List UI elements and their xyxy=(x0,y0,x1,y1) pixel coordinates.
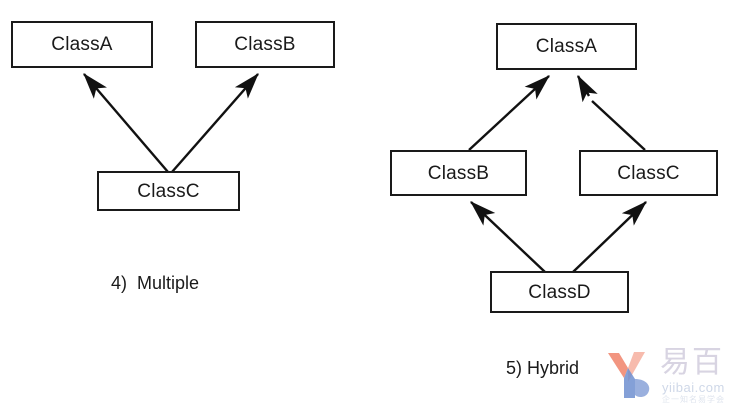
watermark-tagline: 企一知名易学会 xyxy=(662,395,725,404)
caption-hybrid: 5) Hybrid xyxy=(506,358,580,378)
caption-multiple: 4) Multiple xyxy=(111,273,200,293)
watermark-brand-cn: 易百 xyxy=(660,345,724,380)
edge-classc-to-classa-left xyxy=(83,73,169,173)
class-box-classb-hybrid[interactable]: ClassB xyxy=(390,150,527,196)
class-box-classa-multiple[interactable]: ClassA xyxy=(11,21,153,68)
yiibai-logo-icon xyxy=(608,352,650,398)
edge-classd-to-classb xyxy=(470,201,546,273)
edge-classc-to-classa-right-seg1 xyxy=(591,100,646,151)
watermark-url: yiibai.com xyxy=(662,380,725,395)
edge-classb-to-classa-right xyxy=(468,75,550,151)
edge-classd-to-classc xyxy=(572,201,647,273)
watermark-yiibai: 易百 yiibai.com 企一知名易学会 xyxy=(604,348,730,408)
class-box-classc-hybrid[interactable]: ClassC xyxy=(579,150,718,196)
class-box-classb-multiple[interactable]: ClassB xyxy=(195,21,335,68)
class-box-classa-hybrid[interactable]: ClassA xyxy=(496,23,637,70)
class-box-classc-multiple[interactable]: ClassC xyxy=(97,171,240,211)
class-box-classd-hybrid[interactable]: ClassD xyxy=(490,271,629,313)
edge-classc-to-classa-right-seg2 xyxy=(576,74,598,103)
edge-classc-to-classb-left xyxy=(171,73,259,173)
